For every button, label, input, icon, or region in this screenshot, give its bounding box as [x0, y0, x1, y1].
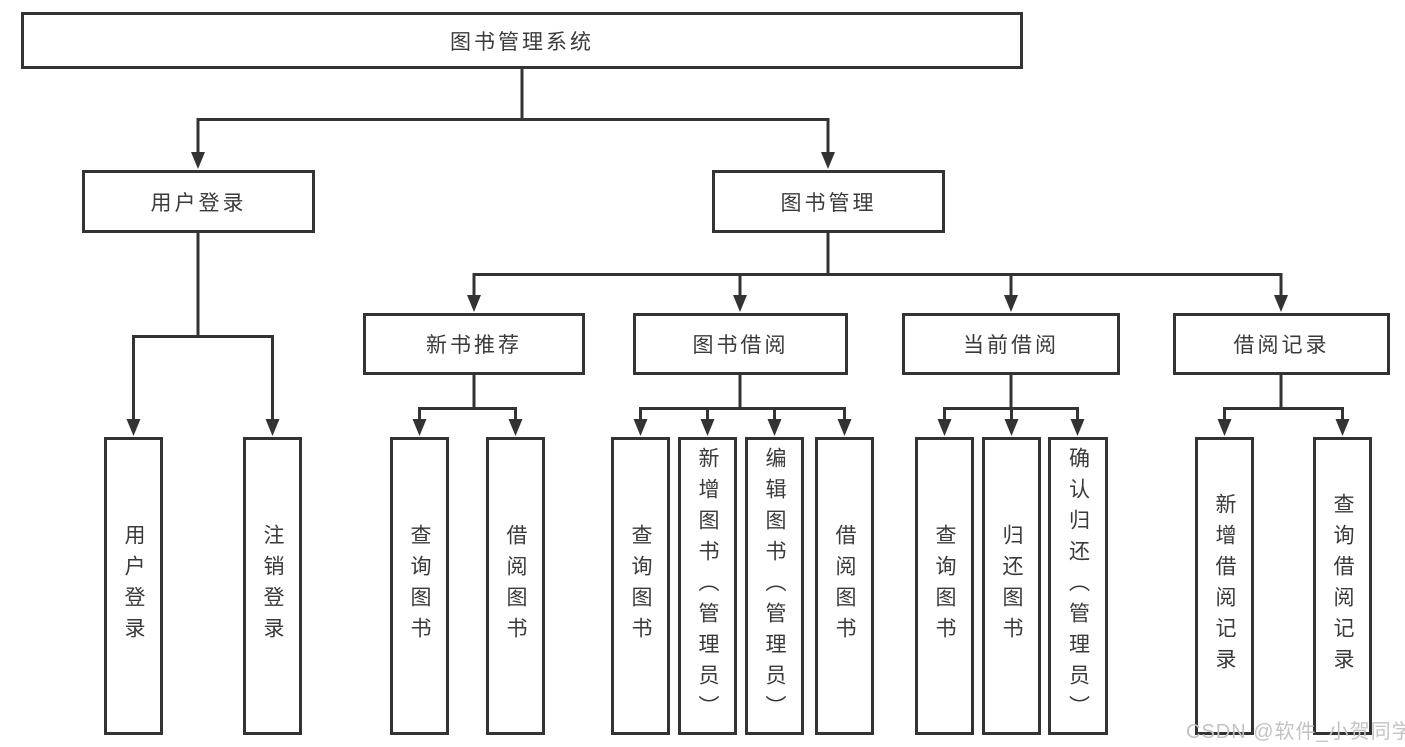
node-current-borrow: 当前借阅 — [902, 313, 1120, 375]
leaf-label: 查询借阅记录 — [1331, 493, 1354, 679]
csdn-watermark: CSDN @软件_小贺同学 — [1186, 721, 1405, 743]
node-borrow-records: 借阅记录 — [1173, 313, 1390, 375]
leaf-label: 借阅图书 — [833, 524, 856, 648]
leaf-borrow-query-books: 查询图书 — [611, 437, 670, 735]
leaf-newbook-borrow-books: 借阅图书 — [486, 437, 545, 735]
leaf-borrow-edit-books-admin: 编辑图书（管理员） — [745, 437, 804, 735]
leaf-borrow-borrow-books: 借阅图书 — [815, 437, 874, 735]
leaf-newbook-query-books: 查询图书 — [390, 437, 449, 735]
node-label: 当前借阅 — [963, 334, 1059, 357]
node-book-borrow: 图书借阅 — [633, 313, 848, 375]
leaf-label: 查询图书 — [408, 524, 431, 648]
leaf-records-query-record: 查询借阅记录 — [1313, 437, 1372, 735]
node-label: 用户登录 — [150, 191, 247, 215]
leaf-label: 编辑图书（管理员） — [763, 446, 786, 726]
leaf-label: 新增图书（管理员） — [696, 446, 719, 726]
node-library-system: 图书管理系统 — [21, 12, 1023, 69]
leaf-label: 查询图书 — [629, 524, 652, 648]
node-label: 图书借阅 — [692, 334, 789, 357]
leaf-borrow-add-books-admin: 新增图书（管理员） — [678, 437, 737, 735]
node-new-book-recommend: 新书推荐 — [363, 313, 585, 375]
leaf-label: 归还图书 — [1000, 524, 1023, 648]
leaf-label: 查询图书 — [933, 524, 956, 648]
leaf-current-query-books: 查询图书 — [915, 437, 974, 735]
node-book-management: 图书管理 — [712, 170, 945, 233]
node-label: 借阅记录 — [1233, 334, 1330, 357]
leaf-label: 用户登录 — [122, 524, 145, 648]
node-label: 图书管理 — [780, 191, 877, 215]
leaf-label: 注销登录 — [261, 524, 284, 648]
leaf-label: 借阅图书 — [504, 524, 527, 648]
leaf-records-add-record: 新增借阅记录 — [1195, 437, 1254, 735]
node-label: 图书管理系统 — [450, 30, 594, 54]
leaf-user-login: 用户登录 — [104, 437, 163, 735]
arrowhead-icons — [126, 152, 1350, 436]
node-label: 新书推荐 — [426, 334, 522, 357]
leaf-logout-login: 注销登录 — [243, 437, 302, 735]
node-user-login: 用户登录 — [82, 170, 315, 233]
leaf-current-confirm-return-admin: 确认归还（管理员） — [1048, 437, 1108, 735]
leaf-current-return-books: 归还图书 — [982, 437, 1041, 735]
leaf-label: 确认归还（管理员） — [1066, 446, 1090, 726]
leaf-label: 新增借阅记录 — [1213, 493, 1236, 679]
